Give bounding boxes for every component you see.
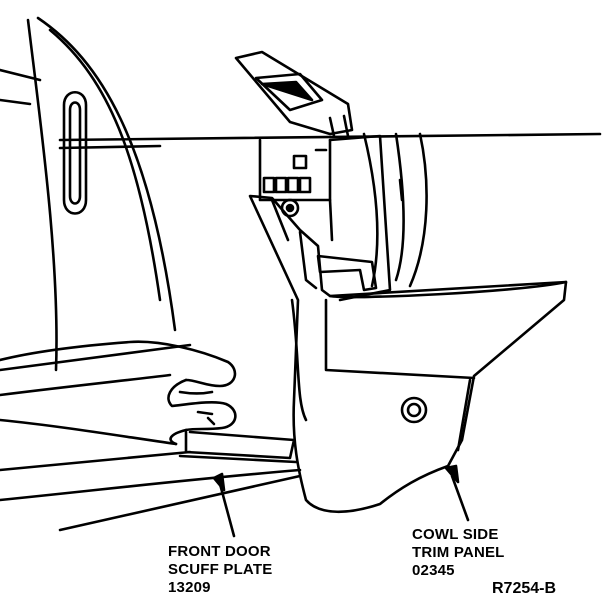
scuff-plate-arrowhead xyxy=(212,472,226,492)
cowl-panel-label-line2: TRIM PANEL xyxy=(412,544,505,561)
scuff-plate-label-line2: SCUFF PLATE xyxy=(168,561,273,578)
cowl-panel-part-number: 02345 xyxy=(412,562,455,579)
cowl-panel-arrowhead xyxy=(444,464,460,484)
scuff-plate-part-number: 13209 xyxy=(168,579,211,596)
scuff-plate-leader xyxy=(218,482,236,538)
scuff-plate-label-line1: FRONT DOOR xyxy=(168,543,271,560)
body-panel xyxy=(316,132,428,292)
vent-bracket xyxy=(234,50,354,138)
door-pillar xyxy=(0,16,192,397)
cowl-panel-leader xyxy=(450,474,470,522)
pillar-slot xyxy=(62,90,88,215)
cowl-side-trim-panel xyxy=(248,194,568,514)
panel-fastener xyxy=(400,396,428,424)
cowl-panel-label: COWL SIDE TRIM PANEL 02345 xyxy=(412,526,505,580)
scuff-plate-label: FRONT DOOR SCUFF PLATE 13209 xyxy=(168,543,272,597)
leader-arrows xyxy=(212,464,470,538)
hand xyxy=(0,340,237,446)
figure-code: R7254-B xyxy=(492,580,557,597)
trim-stick xyxy=(58,132,602,150)
front-door-scuff-plate xyxy=(0,430,302,532)
cowl-panel-label-line1: COWL SIDE xyxy=(412,526,499,543)
